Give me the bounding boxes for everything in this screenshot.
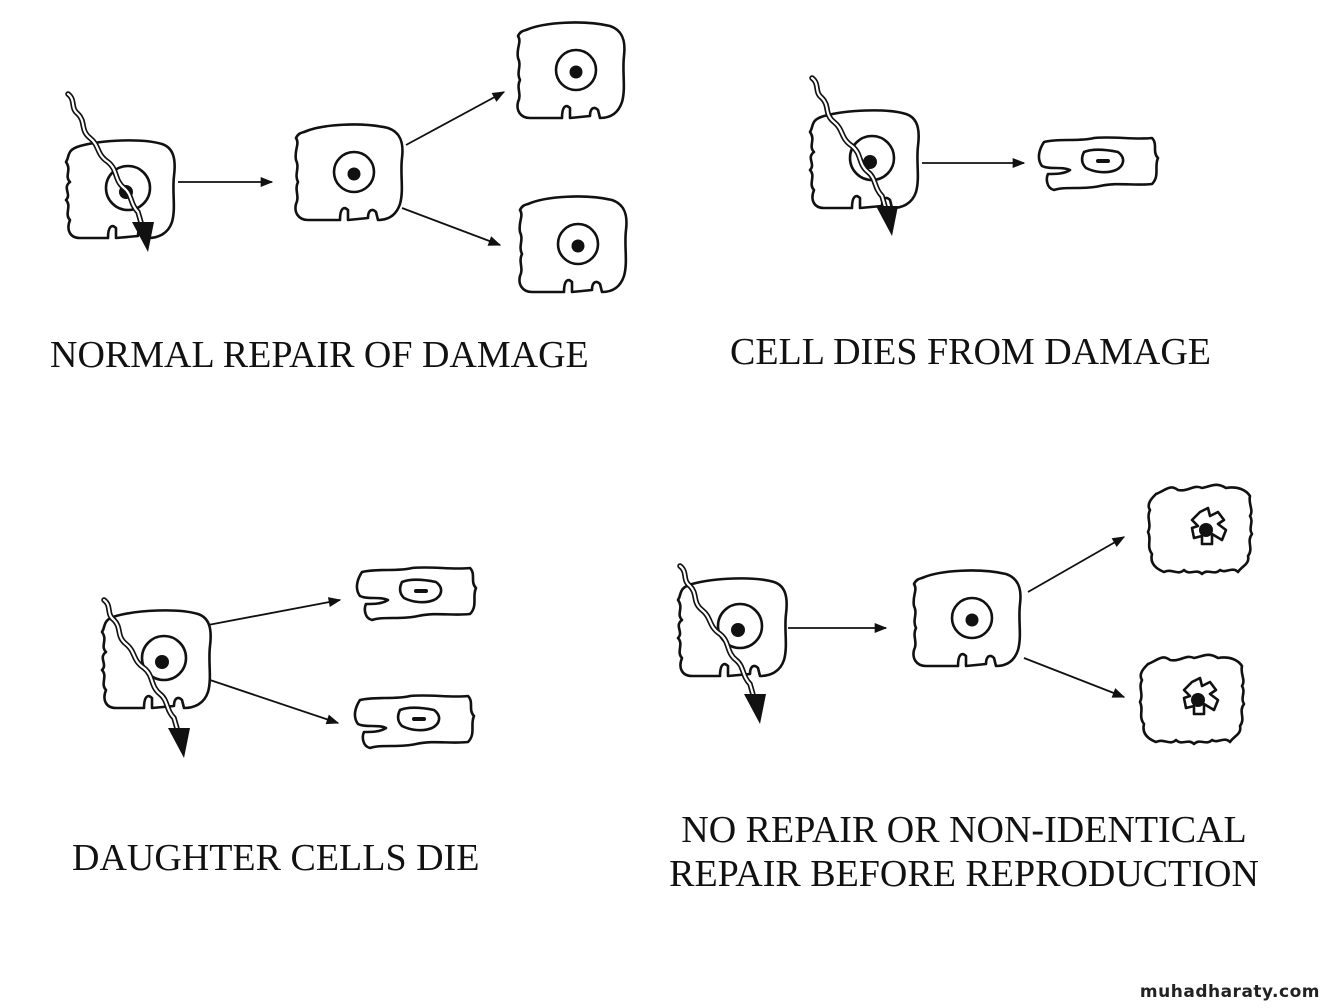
mutated-cell-icon xyxy=(1138,653,1246,746)
arrow-icon xyxy=(401,207,502,246)
healthy-cell-icon xyxy=(912,569,1022,668)
panel-cell-dies xyxy=(808,78,1160,236)
arrow-icon xyxy=(209,679,340,725)
panel-title-cell-dies: CELL DIES FROM DAMAGE xyxy=(730,331,1211,373)
damaged-cell-icon xyxy=(64,139,176,240)
damaged-cell-icon xyxy=(808,109,920,210)
panel-normal-repair xyxy=(64,21,628,294)
panel-title-daughter-cells-die: DAUGHTER CELLS DIE xyxy=(72,837,480,879)
arrow-icon xyxy=(207,597,342,626)
panel-title-no-repair: NO REPAIR OR NON-IDENTICAL REPAIR BEFORE… xyxy=(640,808,1288,896)
healthy-cell-icon xyxy=(518,195,628,294)
panel-title-no-repair-line1: NO REPAIR OR NON-IDENTICAL xyxy=(681,809,1247,851)
dead-cell-icon xyxy=(355,566,478,622)
healthy-cell-icon xyxy=(294,123,404,222)
healthy-cell-icon xyxy=(516,21,626,120)
arrow-icon xyxy=(1027,536,1126,593)
arrow-icon xyxy=(405,91,506,146)
panel-daughter-cells-die xyxy=(100,566,478,758)
dead-cell-icon xyxy=(353,694,476,750)
panel-title-normal-repair: NORMAL REPAIR OF DAMAGE xyxy=(50,334,589,376)
dead-cell-icon xyxy=(1037,136,1160,192)
watermark: muhadharaty.com xyxy=(1139,982,1320,1002)
mutated-cell-icon xyxy=(1146,483,1254,576)
arrow-icon xyxy=(1023,657,1126,698)
panel-no-repair xyxy=(676,483,1254,746)
panel-title-no-repair-line2: REPAIR BEFORE REPRODUCTION xyxy=(669,853,1259,895)
